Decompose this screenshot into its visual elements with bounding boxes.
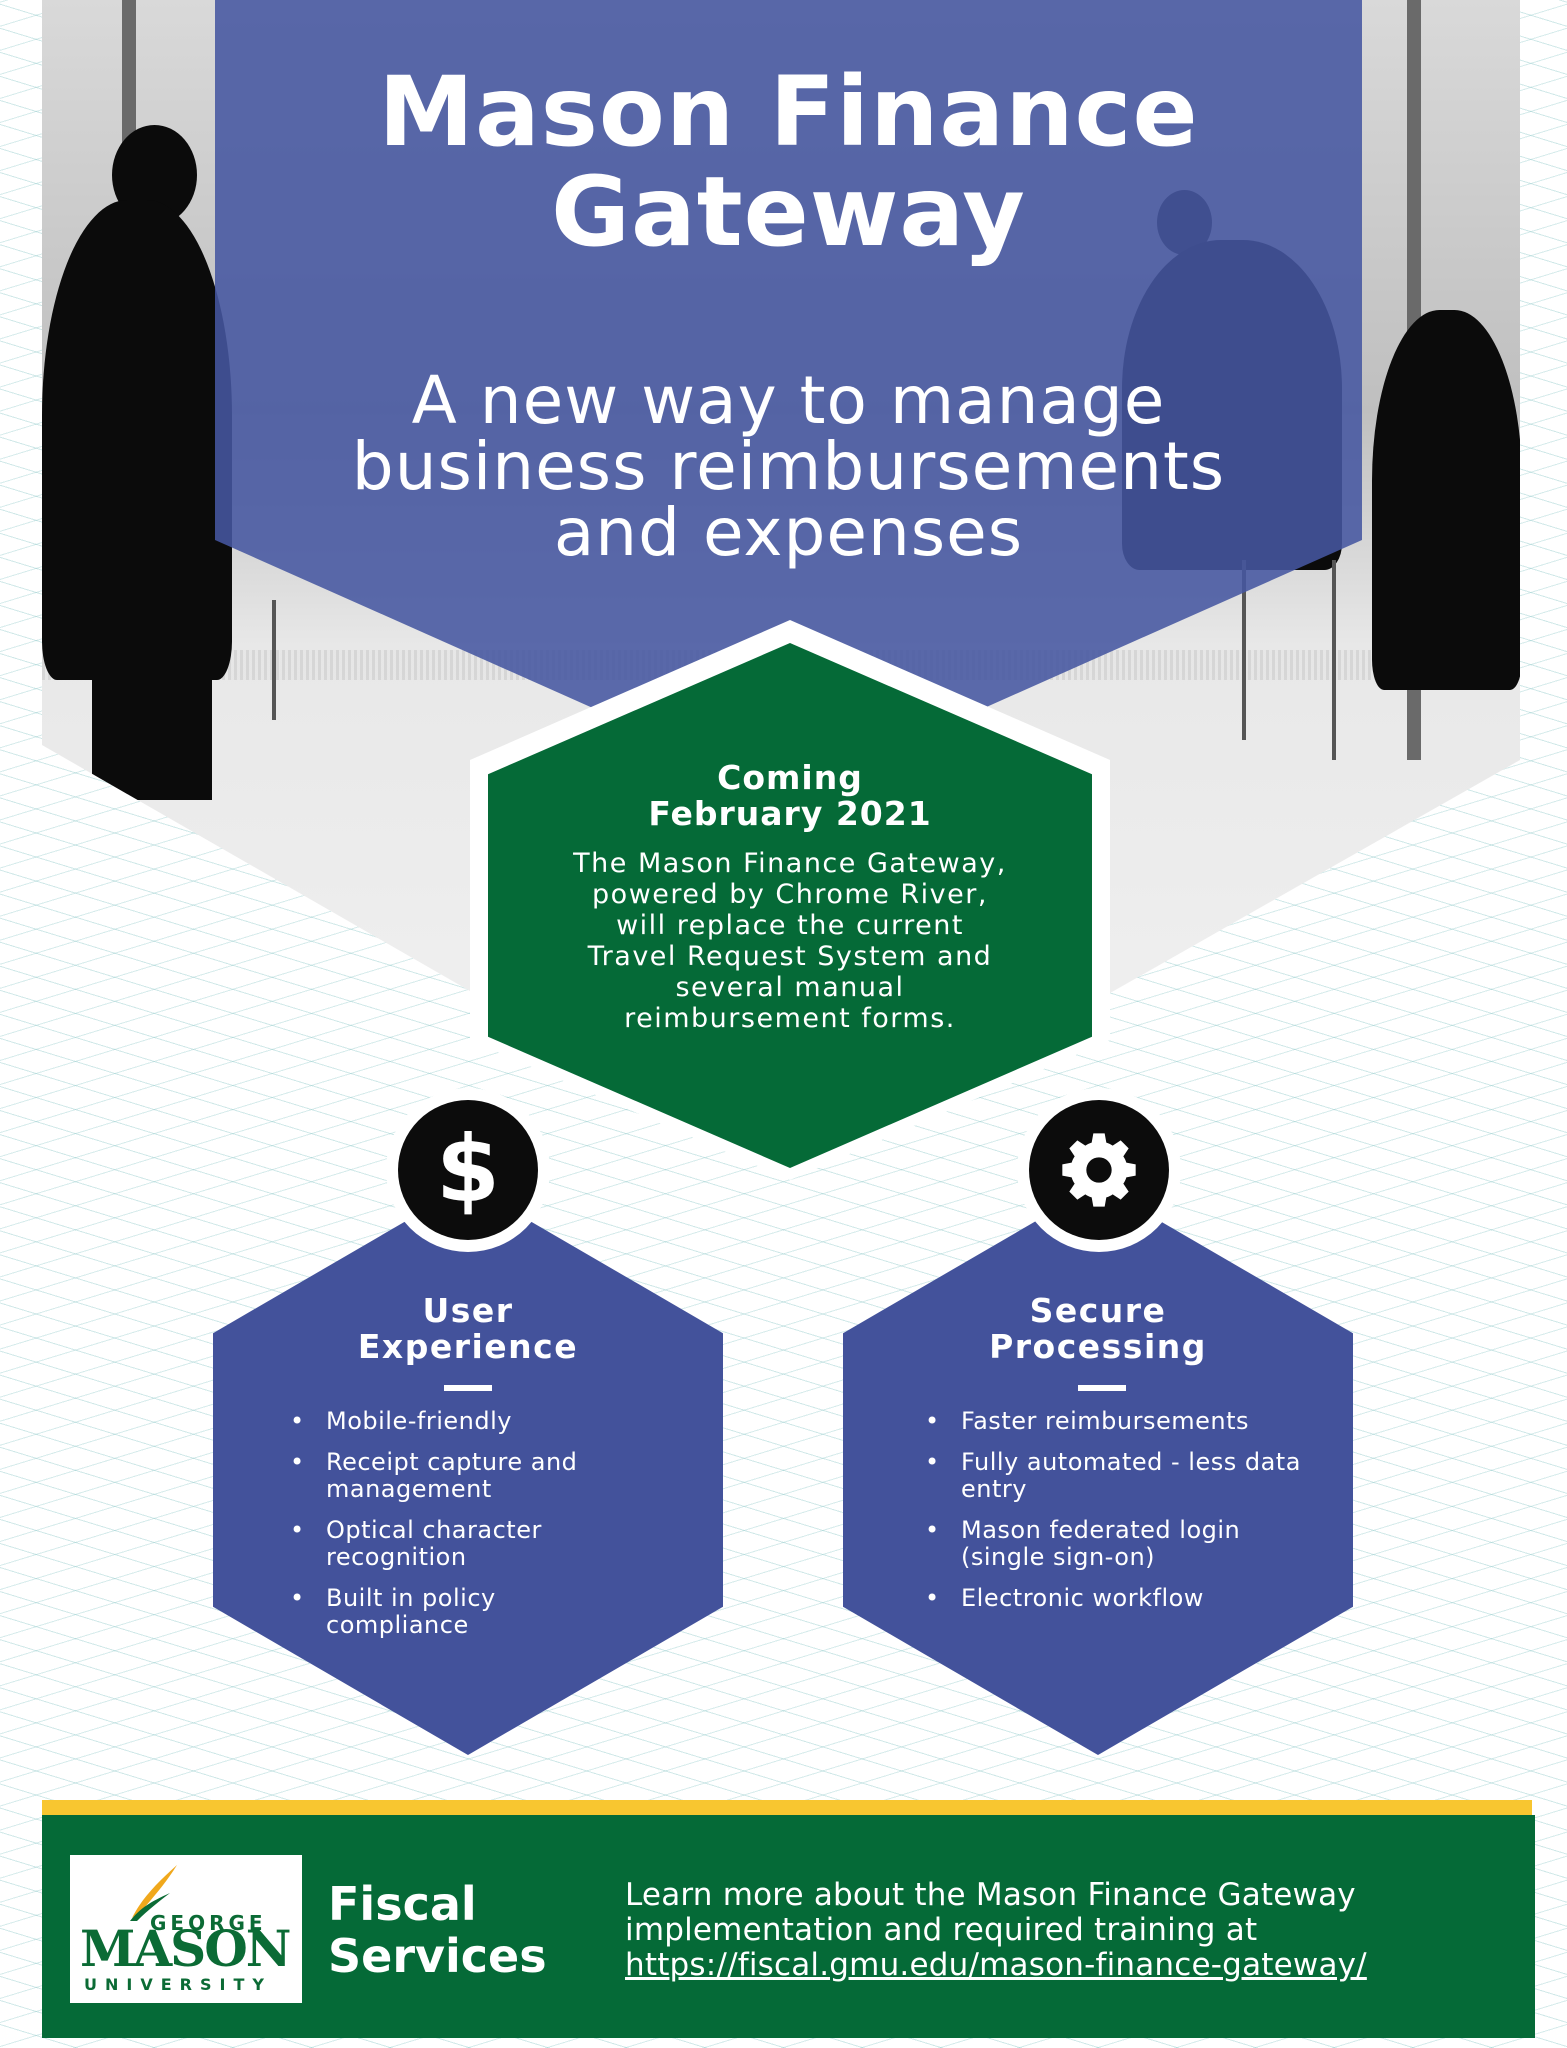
- gear-glyph: [1062, 1133, 1136, 1207]
- list-item: • Receipt capture and management: [290, 1449, 620, 1503]
- body-line: several manual: [675, 972, 905, 1003]
- silhouette-person: [1372, 310, 1520, 690]
- list-item: • Electronic workflow: [925, 1585, 1305, 1612]
- title-line: Gateway: [551, 156, 1026, 268]
- divider: [1078, 1385, 1126, 1391]
- feature-title-line: Experience: [357, 1327, 579, 1366]
- bullet-icon: •: [290, 1516, 305, 1544]
- list-item-text: Mobile-friendly: [326, 1407, 512, 1435]
- silhouette-legs: [92, 600, 212, 800]
- list-item: • Mason federated login (single sign-on): [925, 1517, 1305, 1571]
- list-item-text: Built in policy compliance: [326, 1584, 496, 1639]
- logo-text-university: UNIVERSITY: [84, 1975, 272, 1994]
- list-item: • Built in policy compliance: [290, 1585, 620, 1639]
- bullet-icon: •: [925, 1516, 940, 1544]
- gear-icon: [1029, 1100, 1169, 1240]
- body-line: Travel Request System and: [587, 941, 993, 972]
- feature-list: • Faster reimbursements • Fully automated …: [925, 1408, 1305, 1626]
- announcement-hex: [488, 643, 1092, 1168]
- subtitle-line: A new way to manage: [411, 362, 1166, 439]
- list-item: • Optical character recognition: [290, 1517, 620, 1571]
- bullet-icon: •: [290, 1448, 305, 1476]
- department-line: Services: [328, 1929, 547, 1983]
- subtitle-line: business reimbursements: [351, 428, 1226, 505]
- announcement-heading: Coming February 2021: [488, 760, 1092, 832]
- flame-icon: [130, 1865, 177, 1921]
- list-item-text: Mason federated login (single sign-on): [961, 1516, 1241, 1571]
- chair-leg: [272, 600, 276, 720]
- feature-title-line: Processing: [989, 1327, 1207, 1366]
- divider: [444, 1385, 492, 1391]
- logo-text-mason: MASON: [80, 1919, 292, 1978]
- bullet-icon: •: [925, 1448, 940, 1476]
- list-item-text: Optical character recognition: [326, 1516, 542, 1571]
- list-item: • Mobile-friendly: [290, 1408, 620, 1435]
- list-item: • Faster reimbursements: [925, 1408, 1305, 1435]
- gateway-link[interactable]: https://fiscal.gmu.edu/mason-finance-gat…: [625, 1947, 1367, 1983]
- list-item-text: Fully automated - less data entry: [961, 1448, 1301, 1503]
- heading-line: February 2021: [648, 794, 932, 833]
- body-line: reimbursement forms.: [624, 1003, 956, 1034]
- logo-text-george: GEORGE: [150, 1911, 267, 1935]
- subtitle-line: and expenses: [553, 494, 1024, 571]
- title-line: Mason Finance: [378, 56, 1199, 168]
- body-line: The Mason Finance Gateway,: [573, 848, 1007, 879]
- heading-line: Coming: [717, 758, 863, 797]
- list-item-text: Receipt capture and management: [326, 1448, 578, 1503]
- bullet-icon: •: [925, 1407, 940, 1435]
- dollar-glyph: $: [435, 1116, 500, 1223]
- body-line: powered by Chrome River,: [592, 879, 988, 910]
- feature-title-line: Secure: [1029, 1291, 1167, 1330]
- list-item: • Fully automated - less data entry: [925, 1449, 1305, 1503]
- department-name: Fiscal Services: [328, 1878, 547, 1982]
- bullet-icon: •: [290, 1584, 305, 1612]
- announcement-body: The Mason Finance Gateway, powered by Ch…: [520, 848, 1060, 1034]
- feature-title: User Experience: [213, 1293, 723, 1365]
- feature-list: • Mobile-friendly • Receipt capture and ma…: [290, 1408, 620, 1653]
- department-line: Fiscal: [328, 1877, 477, 1931]
- page-title: Mason Finance Gateway: [215, 62, 1362, 262]
- bullet-icon: •: [290, 1407, 305, 1435]
- bullet-icon: •: [925, 1584, 940, 1612]
- chair-leg: [1242, 560, 1246, 740]
- gmu-logo: GEORGE MASON UNIVERSITY: [70, 1855, 302, 2003]
- dollar-icon: $: [398, 1100, 538, 1240]
- learn-more-text: Learn more about the Mason Finance Gatew…: [625, 1878, 1367, 1983]
- body-line: will replace the current: [616, 910, 964, 941]
- chair-leg: [1332, 560, 1336, 760]
- learn-line: implementation and required training at: [625, 1912, 1258, 1948]
- feature-title-line: User: [422, 1291, 514, 1330]
- feature-title: Secure Processing: [843, 1293, 1353, 1365]
- page-subtitle: A new way to manage business reimburseme…: [215, 368, 1362, 566]
- list-item-text: Electronic workflow: [961, 1584, 1204, 1612]
- learn-line: Learn more about the Mason Finance Gatew…: [625, 1877, 1356, 1913]
- list-item-text: Faster reimbursements: [961, 1407, 1249, 1435]
